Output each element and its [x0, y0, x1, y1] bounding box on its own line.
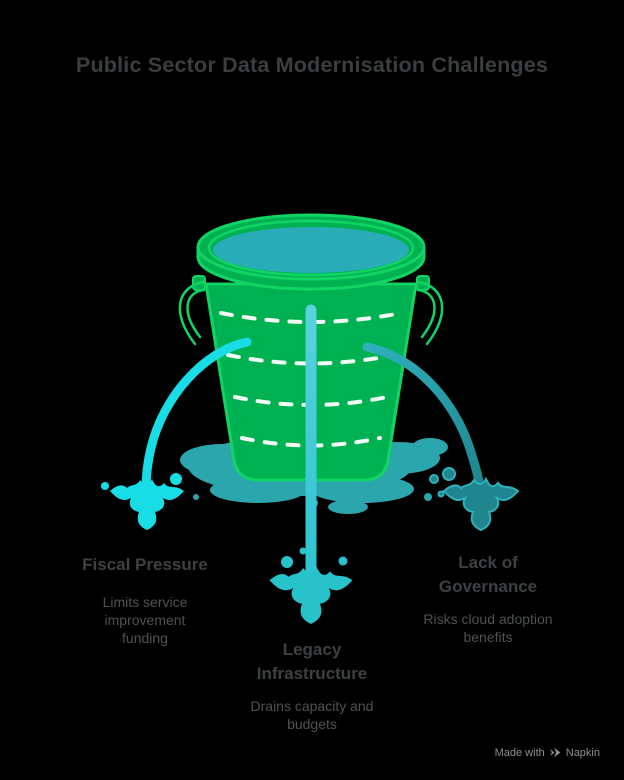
splash-fiscal — [101, 473, 184, 530]
droplet — [429, 474, 439, 484]
challenge-label-legacy: Legacy Infrastructure Drains capacity an… — [212, 638, 412, 733]
bucket-rim-inner-ring — [207, 219, 415, 277]
bucket-handle-left — [178, 280, 206, 346]
water-surface — [213, 227, 409, 273]
droplet — [170, 473, 182, 485]
challenge-title: Lack of Governance — [438, 553, 538, 596]
droplet — [101, 482, 109, 490]
bucket — [178, 213, 444, 482]
challenge-title: Fiscal Pressure — [82, 555, 208, 574]
stream-governance — [362, 342, 485, 494]
droplet — [281, 556, 293, 568]
diagram-title: Public Sector Data Modernisation Challen… — [75, 53, 549, 77]
splash-governance — [429, 467, 519, 531]
challenge-label-governance: Lack of Governance Risks cloud adoption … — [388, 551, 588, 646]
bucket-handle-right — [416, 280, 444, 346]
stream-fiscal — [141, 337, 252, 495]
droplet — [338, 556, 348, 566]
challenge-subtitle: Risks cloud adoption benefits — [423, 611, 553, 645]
napkin-logo-icon — [550, 747, 561, 758]
watermark-brand: Napkin — [565, 746, 600, 759]
droplet — [299, 547, 307, 555]
droplet — [437, 490, 445, 498]
splash-legacy — [269, 547, 353, 624]
challenge-title: Legacy Infrastructure — [256, 640, 368, 683]
watermark-prefix: Made with — [494, 746, 545, 759]
challenge-subtitle: Limits service improvement funding — [102, 594, 188, 646]
challenge-subtitle: Drains capacity and budgets — [250, 698, 374, 732]
challenge-label-fiscal: Fiscal Pressure Limits service improveme… — [45, 553, 245, 647]
droplet — [442, 467, 456, 481]
watermark: Made with Napkin — [495, 746, 600, 759]
